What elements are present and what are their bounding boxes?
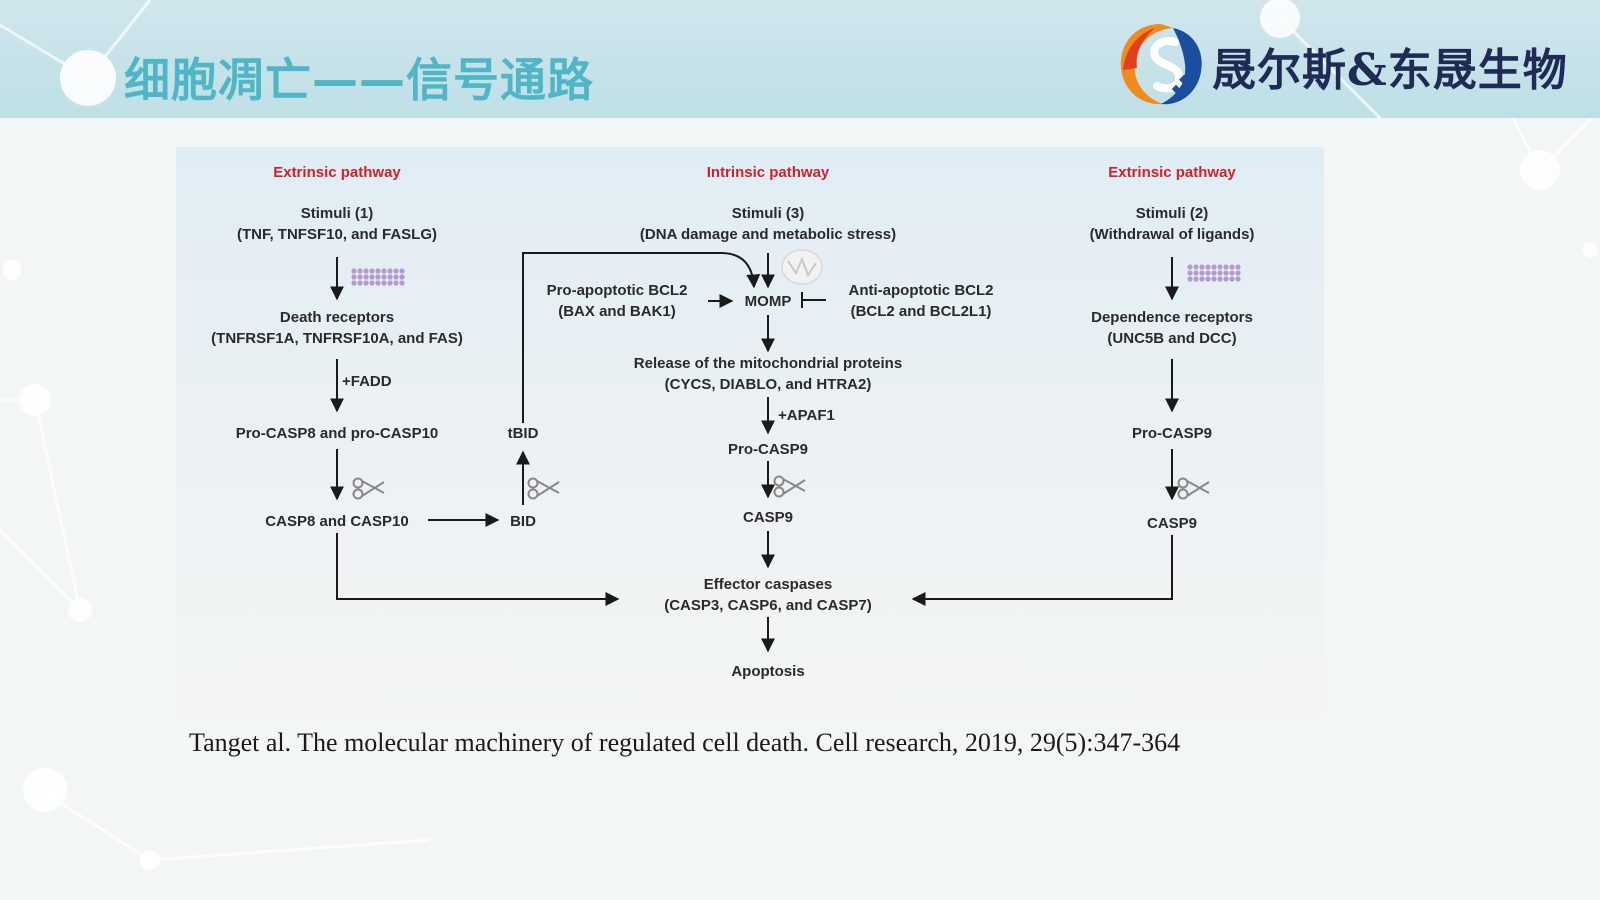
stimuli2-label: Stimuli (2) <box>1135 205 1209 222</box>
casp9-middle-label: CASP9 <box>742 509 794 526</box>
scissors-icon-middle <box>773 475 806 498</box>
stimuli3-detail: (DNA damage and metabolic stress) <box>639 226 897 243</box>
death-receptors-detail: (TNFRSF1A, TNFRSF10A, and FAS) <box>211 330 463 347</box>
arrow-casp9-right-to-effector <box>911 535 1173 606</box>
momp-label: MOMP <box>744 293 792 310</box>
ligand-dots-right <box>1187 264 1241 282</box>
apaf1-label: +APAF1 <box>778 407 835 424</box>
slide-header <box>0 0 1600 118</box>
dependence-receptors-detail: (UNC5B and DCC) <box>1107 330 1237 347</box>
pro-casp9-right-label: Pro-CASP9 <box>1131 425 1213 442</box>
scissors-icon-tbid <box>527 477 560 500</box>
mito-release-label: Release of the mitochondrial proteins <box>633 355 903 372</box>
apoptosis-label: Apoptosis <box>731 663 805 680</box>
company-name: 晟尔斯&东晟生物 <box>1212 45 1568 96</box>
scissors-icon-right <box>1177 477 1210 500</box>
effector-caspases-detail: (CASP3, CASP6, and CASP7) <box>664 597 872 614</box>
pro-casp9-middle-label: Pro-CASP9 <box>727 441 809 458</box>
stimuli1-detail: (TNF, TNFSF10, and FASLG) <box>236 226 437 243</box>
citation-text: Tanget al. The molecular machinery of re… <box>189 728 1181 757</box>
company-logo-icon <box>1120 24 1202 105</box>
intrinsic-pathway-heading: Intrinsic pathway <box>706 164 830 181</box>
casp8-label: CASP8 and CASP10 <box>265 513 409 530</box>
stimuli3-label: Stimuli (3) <box>731 205 805 222</box>
fadd-label: +FADD <box>342 373 392 390</box>
pathway-arrows <box>330 249 1241 653</box>
header-network-decoration <box>0 0 1382 120</box>
slide-title: 细胞凋亡——信号通路 <box>124 53 594 107</box>
arrow-tbid-to-momp <box>522 252 761 423</box>
mitochondrion-icon <box>781 249 823 285</box>
bid-label: BID <box>510 513 536 530</box>
pro-apoptotic-bcl2-label: Pro-apoptotic BCL2 <box>546 282 688 299</box>
stimuli2-detail: (Withdrawal of ligands) <box>1089 226 1255 243</box>
anti-apoptotic-bcl2-detail: (BCL2 and BCL2L1) <box>850 303 992 320</box>
casp9-right-label: CASP9 <box>1146 515 1198 532</box>
ligand-dots-left <box>351 268 405 286</box>
apoptosis-pathway-diagram: Extrinsic pathway Stimuli (1) (TNF, TNFS… <box>176 147 1324 717</box>
dependence-receptors-label: Dependence receptors <box>1091 309 1253 326</box>
pro-apoptotic-bcl2-detail: (BAX and BAK1) <box>558 303 676 320</box>
extrinsic-pathway-heading-left: Extrinsic pathway <box>273 164 401 181</box>
effector-caspases-label: Effector caspases <box>703 576 833 593</box>
stimuli1-label: Stimuli (1) <box>300 205 374 222</box>
tbid-label: tBID <box>507 425 539 442</box>
mito-release-detail: (CYCS, DIABLO, and HTRA2) <box>664 376 872 393</box>
pro-casp8-label: Pro-CASP8 and pro-CASP10 <box>235 425 439 442</box>
scissors-icon-left <box>352 477 385 500</box>
anti-apoptotic-bcl2-label: Anti-apoptotic BCL2 <box>848 282 994 299</box>
arrow-casp8-to-effector <box>336 533 620 606</box>
death-receptors-label: Death receptors <box>279 309 395 326</box>
extrinsic-pathway-heading-right: Extrinsic pathway <box>1108 164 1236 181</box>
